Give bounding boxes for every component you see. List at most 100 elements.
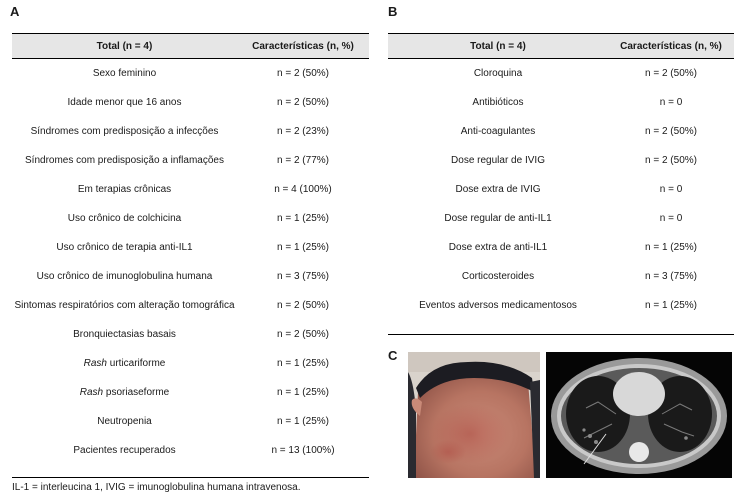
- row-label: Pacientes recuperados: [12, 445, 237, 456]
- table-b-bottom-rule: [388, 334, 734, 335]
- table-row: Síndromes com predisposição a inflamaçõe…: [12, 146, 369, 175]
- table-row: Rash urticariforme n = 1 (25%): [12, 349, 369, 378]
- row-value: n = 4 (100%): [274, 184, 332, 195]
- table-b-header-characteristics: Características (n, %): [620, 40, 722, 52]
- row-label-text: Dose regular de IVIG: [451, 155, 545, 166]
- ct-annotation-arrow: [583, 433, 607, 465]
- row-label-text: Sexo feminino: [92, 68, 157, 79]
- row-value: n = 1 (25%): [645, 300, 697, 311]
- row-value: n = 3 (75%): [645, 271, 697, 282]
- rash-back-photo: [408, 352, 540, 478]
- table-a-header: Total (n = 4) Características (n, %): [12, 33, 369, 59]
- row-value: n = 0: [659, 213, 683, 224]
- row-label-italic: Rash: [79, 387, 104, 398]
- table-row: Dose regular de anti-IL1 n = 0: [388, 204, 734, 233]
- row-label: Síndromes com predisposição a inflamaçõe…: [12, 155, 237, 166]
- table-a-header-characteristics: Características (n, %): [252, 40, 354, 52]
- table-row: Neutropenia n = 1 (25%): [12, 407, 369, 436]
- row-label: Uso crônico de colchicina: [12, 213, 237, 224]
- footnote: IL-1 = interleucina 1, IVIG = imunoglobu…: [12, 482, 301, 493]
- table-row: Rash psoriaseforme n = 1 (25%): [12, 378, 369, 407]
- chest-ct-scan: [546, 352, 732, 478]
- panel-label-a: A: [10, 4, 20, 19]
- row-value: n = 0: [659, 97, 683, 108]
- row-label-text: Bronquiectasias basais: [73, 329, 176, 340]
- row-label: Dose regular de IVIG: [388, 155, 608, 166]
- table-b-header: Total (n = 4) Características (n, %): [388, 33, 734, 59]
- row-label-text: Dose regular de anti-IL1: [444, 213, 552, 224]
- row-label-text: Cloroquina: [473, 68, 523, 79]
- row-label: Rash psoriaseforme: [12, 387, 237, 398]
- row-value: n = 2 (50%): [277, 97, 329, 108]
- table-row: Pacientes recuperados n = 13 (100%): [12, 436, 369, 465]
- row-value: n = 1 (25%): [277, 358, 329, 369]
- row-label: Anti-coagulantes: [388, 126, 608, 137]
- row-value: n = 3 (75%): [277, 271, 329, 282]
- table-row: Corticosteroides n = 3 (75%): [388, 262, 734, 291]
- table-b-header-total: Total (n = 4): [470, 40, 526, 52]
- row-value: n = 2 (77%): [277, 155, 329, 166]
- row-value: n = 2 (23%): [277, 126, 329, 137]
- row-label: Dose regular de anti-IL1: [388, 213, 608, 224]
- panel-label-b: B: [388, 4, 398, 19]
- row-label-text: Antibióticos: [472, 97, 524, 108]
- row-label-text: Pacientes recuperados: [73, 445, 176, 456]
- row-label: Rash urticariforme: [12, 358, 237, 369]
- row-label: Sintomas respiratórios com alteração tom…: [12, 300, 237, 311]
- row-value: n = 13 (100%): [271, 445, 335, 456]
- table-row: Idade menor que 16 anos n = 2 (50%): [12, 88, 369, 117]
- row-label: Bronquiectasias basais: [12, 329, 237, 340]
- table-row: Síndromes com predisposição a infecções n…: [12, 117, 369, 146]
- table-row: Eventos adversos medicamentosos n = 1 (25…: [388, 291, 734, 320]
- row-value: n = 2 (50%): [277, 329, 329, 340]
- row-label: Dose extra de IVIG: [388, 184, 608, 195]
- row-value: n = 2 (50%): [277, 68, 329, 79]
- table-a: Total (n = 4) Características (n, %) Sex…: [12, 33, 369, 465]
- row-label-italic: Rash: [83, 358, 107, 369]
- row-label: Antibióticos: [388, 97, 608, 108]
- row-label-text: Anti-coagulantes: [460, 126, 536, 137]
- table-row: Dose regular de IVIG n = 2 (50%): [388, 146, 734, 175]
- row-value: n = 1 (25%): [277, 416, 329, 427]
- row-label-text: Sintomas respiratórios com alteração tom…: [14, 300, 235, 311]
- table-row: Sexo feminino n = 2 (50%): [12, 59, 369, 88]
- table-a-header-total: Total (n = 4): [96, 40, 153, 52]
- row-label: Em terapias crônicas: [12, 184, 237, 195]
- table-row: Bronquiectasias basais n = 2 (50%): [12, 320, 369, 349]
- row-label: Cloroquina: [388, 68, 608, 79]
- row-label: Uso crônico de imunoglobulina humana: [12, 271, 237, 282]
- row-label-text: Neutropenia: [97, 416, 152, 427]
- row-value: n = 1 (25%): [277, 387, 329, 398]
- row-label-text: Em terapias crônicas: [77, 184, 172, 195]
- row-label-text: Uso crônico de terapia anti-IL1: [56, 242, 193, 253]
- row-label-text: Corticosteroides: [461, 271, 535, 282]
- table-b: Total (n = 4) Características (n, %) Clo…: [388, 33, 734, 320]
- row-label: Neutropenia: [12, 416, 237, 427]
- row-value: n = 2 (50%): [645, 68, 697, 79]
- row-label-text: Síndromes com predisposição a infecções: [30, 126, 219, 137]
- table-row: Sintomas respiratórios com alteração tom…: [12, 291, 369, 320]
- row-label: Idade menor que 16 anos: [12, 97, 237, 108]
- row-value: n = 2 (50%): [645, 155, 697, 166]
- row-label: Síndromes com predisposição a infecções: [12, 126, 237, 137]
- row-label: Uso crônico de terapia anti-IL1: [12, 242, 237, 253]
- panel-label-c: C: [388, 348, 398, 363]
- table-row: Anti-coagulantes n = 2 (50%): [388, 117, 734, 146]
- row-value: n = 2 (50%): [277, 300, 329, 311]
- row-label: Eventos adversos medicamentosos: [388, 300, 608, 311]
- row-label: Corticosteroides: [388, 271, 608, 282]
- row-label-text: Eventos adversos medicamentosos: [419, 300, 577, 311]
- table-row: Cloroquina n = 2 (50%): [388, 59, 734, 88]
- row-value: n = 2 (50%): [645, 126, 697, 137]
- chest-ct-scan-drawing: [546, 352, 732, 478]
- row-label-text: Síndromes com predisposição a inflamaçõe…: [25, 155, 224, 166]
- row-label-text: Uso crônico de imunoglobulina humana: [36, 271, 213, 282]
- row-value: n = 1 (25%): [277, 242, 329, 253]
- row-label-text: psoriaseforme: [103, 387, 170, 398]
- row-label-text: Dose extra de IVIG: [455, 184, 541, 195]
- row-value: n = 0: [659, 184, 683, 195]
- table-row: Uso crônico de imunoglobulina humana n = …: [12, 262, 369, 291]
- rash-back-photo-drawing: [408, 352, 540, 478]
